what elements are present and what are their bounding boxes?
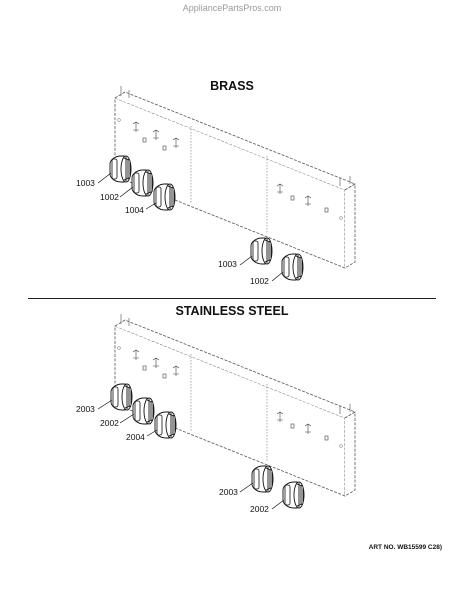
art-number: ART NO. WB15599 C28): [368, 544, 442, 551]
callout-1004-brass: 1004: [125, 205, 144, 215]
callout-1002-brass-left: 1002: [100, 192, 119, 202]
knob-1003-brass-right: [250, 237, 273, 265]
callout-2004-stainless: 2004: [126, 432, 145, 442]
knob-1003-brass-left: [109, 155, 132, 183]
watermark-text: AppliancePartsPros.com: [182, 3, 282, 13]
knob-2002-stainless-right: [282, 481, 305, 509]
section-divider: [28, 298, 436, 299]
callout-1003-brass-right: 1003: [218, 259, 237, 269]
callout-2002-stainless-left: 2002: [100, 418, 119, 428]
stainless-leader-lines: [97, 399, 285, 510]
section-title-stainless-steel: STAINLESS STEEL: [175, 304, 289, 318]
knob-1004-brass: [153, 183, 176, 211]
knob-2003-stainless-right: [251, 465, 274, 493]
callout-2002-stainless-right: 2002: [250, 504, 269, 514]
knob-1002-brass-left: [131, 169, 154, 197]
callout-2003-stainless-left: 2003: [76, 404, 95, 414]
knob-2002-stainless-left: [132, 397, 155, 425]
knob-2004-stainless: [154, 411, 177, 439]
callout-1003-brass-left: 1003: [76, 178, 95, 188]
brass-leader-lines: [97, 172, 284, 282]
section-title-brass: BRASS: [210, 79, 254, 93]
stainless-steel-assembly: 2003 2002 2004 2003 2002: [76, 313, 356, 514]
callout-1002-brass-right: 1002: [250, 276, 269, 286]
knob-2003-stainless-left: [110, 383, 133, 411]
brass-assembly: 1003 1002 1004 1003 1002: [76, 85, 356, 286]
callout-2003-stainless-right: 2003: [219, 487, 238, 497]
knob-1002-brass-right: [281, 253, 304, 281]
